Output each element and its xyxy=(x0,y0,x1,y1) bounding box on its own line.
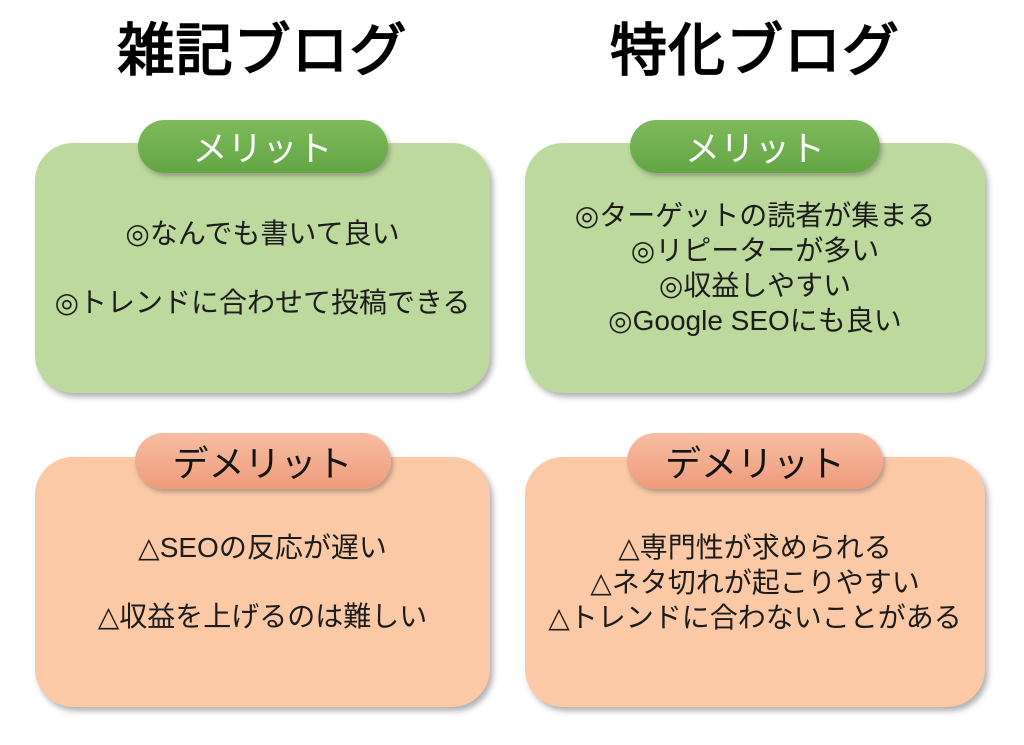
zakki-demerit-badge: デメリット xyxy=(134,433,391,489)
tokka-demerit-badge: デメリット xyxy=(627,433,883,489)
demerit-item: △専門性が求められる xyxy=(618,531,892,563)
column-title-zakki: 雑記ブログ xyxy=(117,19,408,83)
column-tokka-blog: 特化ブログ メリット ◎ターゲットの読者が集まる ◎リピーターが多い ◎収益しや… xyxy=(525,0,985,745)
column-zakki-blog: 雑記ブログ メリット ◎なんでも書いて良い ◎トレンドに合わせて投稿できる デメ… xyxy=(35,0,490,745)
column-title-tokka: 特化ブログ xyxy=(610,19,900,83)
zakki-merit-box: ◎なんでも書いて良い ◎トレンドに合わせて投稿できる xyxy=(35,143,490,393)
zakki-demerit-card: デメリット △SEOの反応が遅い △収益を上げるのは難しい xyxy=(35,433,490,707)
zakki-merit-card: メリット ◎なんでも書いて良い ◎トレンドに合わせて投稿できる xyxy=(35,120,490,393)
demerit-item: △トレンドに合わないことがある xyxy=(548,601,962,633)
merit-item: ◎なんでも書いて良い xyxy=(125,218,400,249)
demerit-item: △SEOの反応が遅い xyxy=(138,532,387,563)
merit-item: ◎トレンドに合わせて投稿できる xyxy=(54,287,471,318)
zakki-merit-badge: メリット xyxy=(137,120,388,173)
merit-item: ◎リピーターが多い xyxy=(630,235,880,266)
tokka-demerit-card: デメリット △専門性が求められる △ネタ切れが起こりやすい △トレンドに合わない… xyxy=(525,433,985,707)
tokka-merit-box: ◎ターゲットの読者が集まる ◎リピーターが多い ◎収益しやすい ◎Google … xyxy=(525,143,985,393)
merit-item: ◎ターゲットの読者が集まる xyxy=(574,200,936,231)
demerit-item: △ネタ切れが起こりやすい xyxy=(590,566,920,598)
zakki-demerit-box: △SEOの反応が遅い △収益を上げるのは難しい xyxy=(35,457,490,707)
merit-item: ◎収益しやすい xyxy=(658,270,852,301)
demerit-item: △収益を上げるのは難しい xyxy=(97,601,428,632)
tokka-merit-card: メリット ◎ターゲットの読者が集まる ◎リピーターが多い ◎収益しやすい ◎Go… xyxy=(525,120,985,393)
tokka-demerit-box: △専門性が求められる △ネタ切れが起こりやすい △トレンドに合わないことがある xyxy=(525,457,985,707)
merit-item: ◎Google SEOにも良い xyxy=(608,305,902,336)
tokka-merit-badge: メリット xyxy=(630,120,880,173)
